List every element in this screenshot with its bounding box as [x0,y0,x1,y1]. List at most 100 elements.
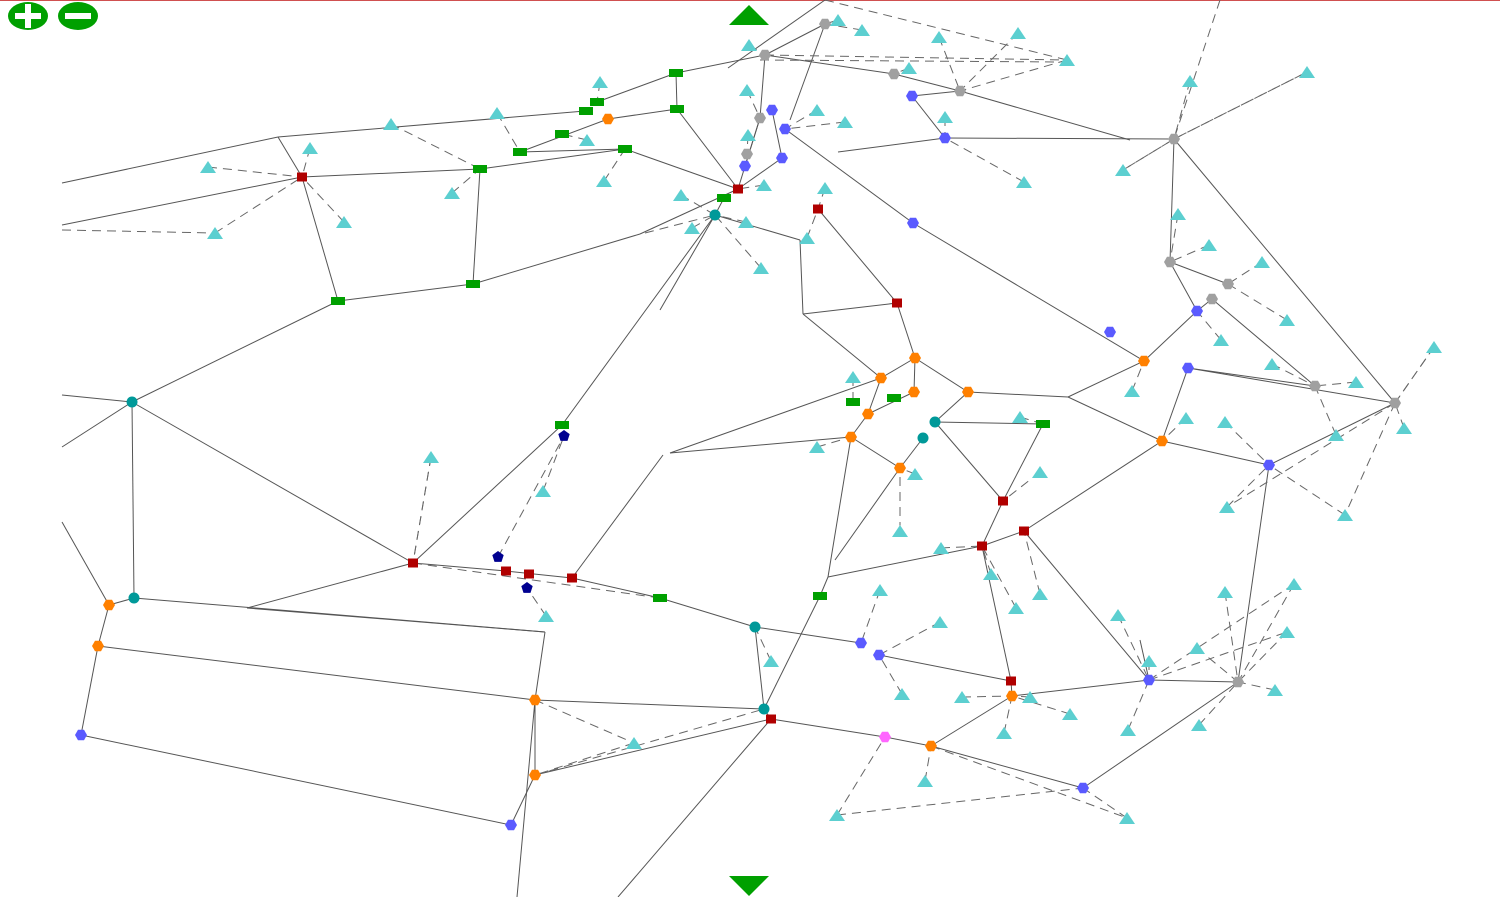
endpoint-node[interactable] [1396,422,1412,434]
endpoint-node[interactable] [901,62,917,74]
endpoint-node[interactable] [1264,358,1280,370]
endpoint-node[interactable] [1178,412,1194,424]
endpoint-node[interactable] [596,175,612,187]
endpoint-node[interactable] [1182,75,1198,87]
router-node[interactable] [813,204,823,214]
endpoint-node[interactable] [1191,719,1207,731]
orange-node[interactable] [894,462,906,474]
teal-node[interactable] [128,592,140,604]
endpoint-node[interactable] [756,179,772,191]
endpoint-node[interactable] [954,691,970,703]
router-node[interactable] [567,573,577,583]
endpoint-node[interactable] [931,31,947,43]
endpoint-node[interactable] [1279,314,1295,326]
blue-node[interactable] [739,160,751,172]
navy-node[interactable] [558,430,570,441]
endpoint-node[interactable] [753,262,769,274]
orange-node[interactable] [862,408,874,420]
endpoint-node[interactable] [1110,609,1126,621]
switch-node[interactable] [887,394,901,402]
blue-node[interactable] [939,132,951,144]
switch-node[interactable] [590,98,604,106]
switch-node[interactable] [555,130,569,138]
endpoint-node[interactable] [444,187,460,199]
endpoint-node[interactable] [1286,578,1302,590]
gray-node[interactable] [1389,397,1401,409]
endpoint-node[interactable] [837,116,853,128]
orange-node[interactable] [875,372,887,384]
blue-node[interactable] [1182,362,1194,374]
endpoint-node[interactable] [738,216,754,228]
endpoint-node[interactable] [684,222,700,234]
router-node[interactable] [408,558,418,568]
endpoint-node[interactable] [200,161,216,173]
zoom-out-button[interactable] [57,1,99,31]
orange-node[interactable] [925,740,937,752]
router-node[interactable] [297,172,307,182]
endpoint-node[interactable] [1032,588,1048,600]
blue-node[interactable] [873,649,885,661]
blue-node[interactable] [75,729,87,741]
endpoint-node[interactable] [907,468,923,480]
endpoint-node[interactable] [1062,708,1078,720]
router-node[interactable] [501,566,511,576]
endpoint-node[interactable] [1201,239,1217,251]
endpoint-node[interactable] [740,129,756,141]
orange-node[interactable] [529,769,541,781]
orange-node[interactable] [103,599,115,611]
endpoint-node[interactable] [892,525,908,537]
switch-node[interactable] [618,145,632,153]
endpoint-node[interactable] [1032,466,1048,478]
router-node[interactable] [977,541,987,551]
switch-node[interactable] [513,148,527,156]
gray-node[interactable] [819,18,831,30]
gray-node[interactable] [759,49,771,61]
blue-node[interactable] [907,217,919,229]
endpoint-node[interactable] [1115,164,1131,176]
endpoint-node[interactable] [1337,509,1353,521]
router-node[interactable] [524,569,534,579]
endpoint-node[interactable] [829,809,845,821]
switch-node[interactable] [653,594,667,602]
endpoint-node[interactable] [489,107,505,119]
pink-node[interactable] [879,731,891,743]
orange-node[interactable] [1138,355,1150,367]
orange-node[interactable] [845,431,857,443]
pan-down-button[interactable] [728,875,770,897]
gray-node[interactable] [741,148,753,160]
endpoint-node[interactable] [336,216,352,228]
orange-node[interactable] [909,352,921,364]
orange-node[interactable] [92,640,104,652]
endpoint-node[interactable] [1348,376,1364,388]
endpoint-node[interactable] [817,182,833,194]
orange-node[interactable] [962,386,974,398]
endpoint-node[interactable] [1016,176,1032,188]
endpoint-node[interactable] [1254,256,1270,268]
endpoint-node[interactable] [1170,208,1186,220]
endpoint-node[interactable] [1299,66,1315,78]
blue-node[interactable] [776,152,788,164]
blue-node[interactable] [1191,305,1203,317]
endpoint-node[interactable] [1012,411,1028,423]
endpoint-node[interactable] [854,24,870,36]
blue-node[interactable] [1104,326,1116,338]
teal-node[interactable] [758,703,770,715]
endpoint-node[interactable] [1022,691,1038,703]
endpoint-node[interactable] [996,727,1012,739]
teal-node[interactable] [749,621,761,633]
switch-node[interactable] [670,105,684,113]
blue-node[interactable] [779,123,791,135]
gray-node[interactable] [1232,676,1244,688]
endpoint-node[interactable] [1010,27,1026,39]
blue-node[interactable] [1263,459,1275,471]
switch-node[interactable] [579,107,593,115]
endpoint-node[interactable] [741,39,757,51]
endpoint-node[interactable] [1059,54,1075,66]
gray-node[interactable] [888,68,900,80]
endpoint-node[interactable] [894,688,910,700]
endpoint-node[interactable] [1219,501,1235,513]
endpoint-node[interactable] [932,616,948,628]
endpoint-node[interactable] [302,142,318,154]
switch-node[interactable] [813,592,827,600]
gray-node[interactable] [1164,256,1176,268]
